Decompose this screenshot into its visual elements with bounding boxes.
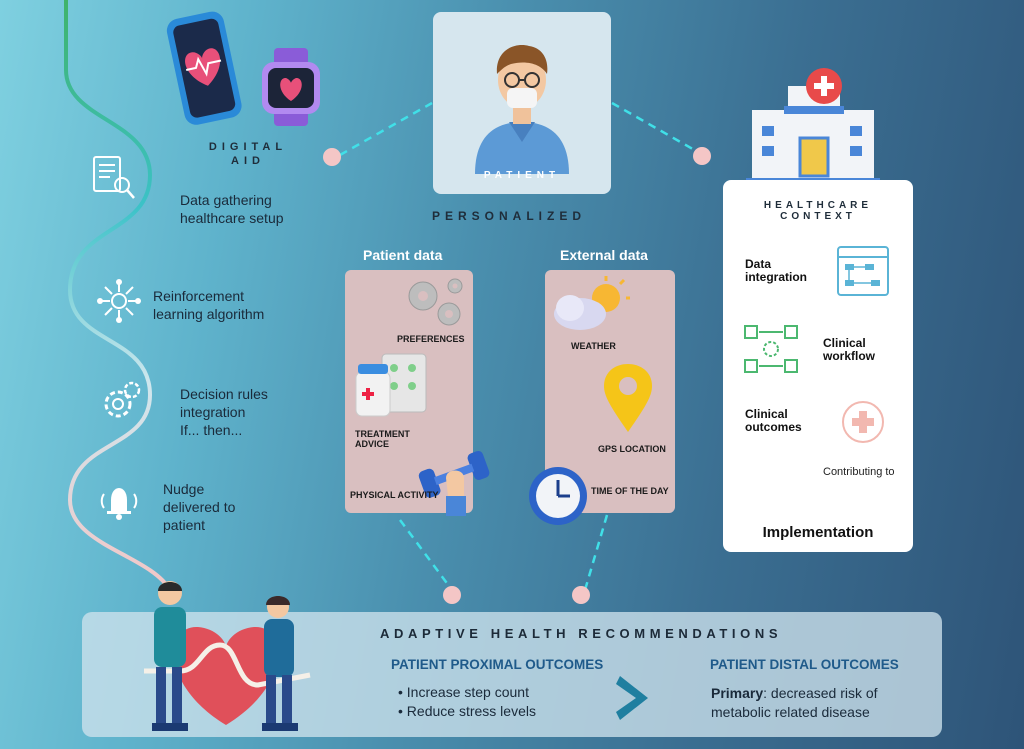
hospital-icon — [746, 68, 880, 188]
proximal-item: • Reduce stress levels — [398, 703, 536, 719]
external-data-title: External data — [560, 247, 648, 263]
patient-label: PATIENT — [483, 170, 561, 181]
digital-aid-label: DIGITAL AID — [208, 141, 288, 167]
connector-dot — [693, 147, 711, 165]
contributing-to-label: Contributing to — [823, 466, 895, 478]
connector-dot — [572, 586, 590, 604]
adaptive-recommendations-title: ADAPTIVE HEALTH RECOMMENDATIONS — [380, 626, 783, 641]
implementation-label: Implementation — [762, 524, 874, 541]
distal-outcomes-title: PATIENT DISTAL OUTCOMES — [710, 657, 899, 672]
weather-icon — [554, 276, 630, 330]
smartwatch-icon — [262, 48, 320, 126]
personalized-label: PERSONALIZED — [432, 209, 587, 223]
time-of-day-label: TIME OF THE DAY — [591, 486, 669, 496]
smartphone-heart-icon — [166, 11, 242, 125]
doctors-heart-illustration — [144, 581, 311, 731]
patient-avatar — [475, 45, 569, 174]
connector-dot — [443, 586, 461, 604]
distal-outcome-text: Primary: decreased risk of metabolic rel… — [711, 685, 878, 720]
medicine-icon — [355, 353, 427, 417]
preferences-label: PREFERENCES — [397, 334, 465, 344]
location-pin-icon — [604, 364, 652, 432]
weather-label: WEATHER — [571, 341, 616, 351]
physical-activity-label: PHYSICAL ACTIVITY — [350, 490, 439, 500]
patient-data-title: Patient data — [363, 247, 443, 263]
gps-location-label: GPS LOCATION — [598, 444, 666, 454]
connector-dot — [323, 148, 341, 166]
clinical-workflow-icon — [744, 325, 798, 373]
proximal-item: • Increase step count — [398, 684, 529, 700]
dumbbell-icon — [418, 450, 490, 516]
gears-icon — [408, 278, 463, 326]
bell-icon — [100, 488, 138, 520]
patient-card: PATIENT — [433, 12, 611, 194]
gear-rules-icon — [104, 381, 141, 418]
document-search-icon — [93, 156, 135, 199]
clock-icon — [529, 467, 587, 525]
medical-cross-icon — [842, 401, 884, 443]
chevron-right-icon — [616, 676, 648, 720]
proximal-outcomes-title: PATIENT PROXIMAL OUTCOMES — [391, 657, 604, 672]
network-gear-icon — [97, 279, 141, 323]
workflow-chart-icon — [837, 246, 889, 296]
